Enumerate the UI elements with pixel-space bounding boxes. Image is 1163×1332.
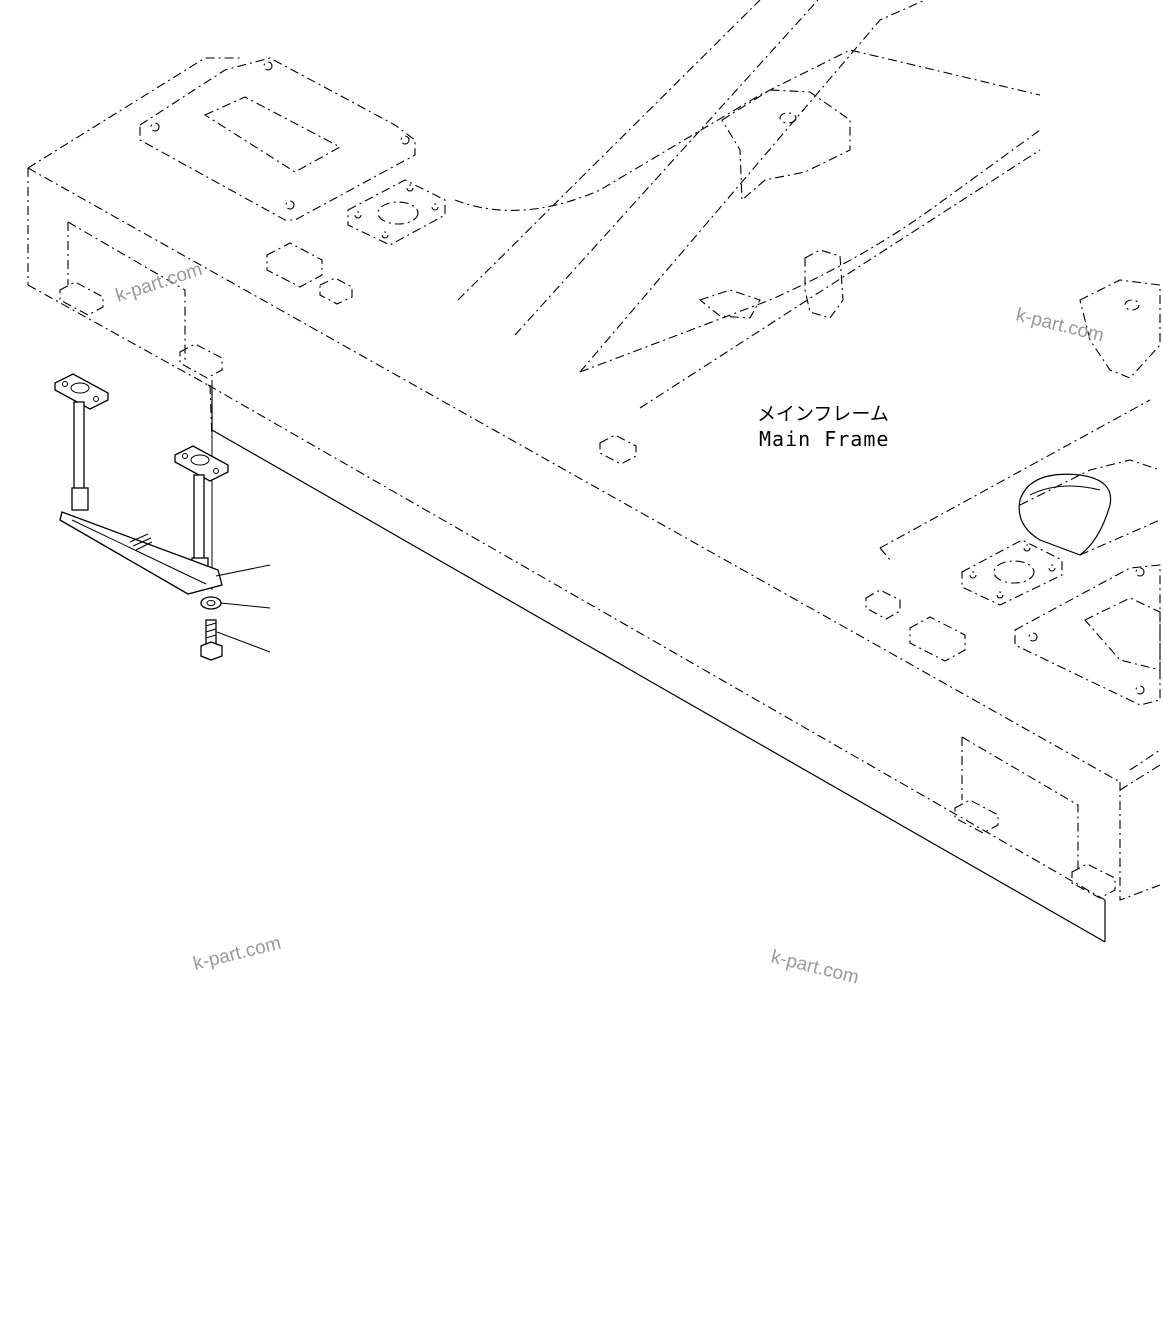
watermark: k-part.com — [1014, 304, 1106, 346]
frame-bracket-upper — [698, 89, 851, 319]
leader-lines — [215, 564, 271, 653]
main-frame-underside — [211, 385, 1106, 943]
frame-mount-pad-right — [1014, 564, 1161, 706]
bracket-assembly — [54, 373, 229, 661]
frame-mount-pad-left — [139, 57, 416, 221]
frame-opening-right — [1018, 473, 1112, 556]
frame-bracket-right — [1079, 279, 1161, 379]
main-frame-label-jp: メインフレーム — [757, 403, 889, 425]
watermark: k-part.com — [113, 259, 205, 307]
frame-boss-left — [347, 179, 446, 246]
main-frame-outline — [27, 0, 1161, 901]
frame-side-cutout-left — [59, 221, 223, 379]
stud-plate-left — [54, 373, 109, 511]
washer — [200, 596, 222, 610]
frame-blocks-top — [266, 242, 966, 662]
watermark: k-part.com — [191, 933, 283, 975]
main-frame-label-en: Main Frame — [759, 427, 889, 451]
frame-side-cutout-right — [954, 736, 1116, 899]
support-plate — [59, 511, 223, 595]
watermark: k-part.com — [769, 946, 861, 988]
bolt — [200, 619, 223, 661]
frame-boss-right — [961, 539, 1063, 606]
